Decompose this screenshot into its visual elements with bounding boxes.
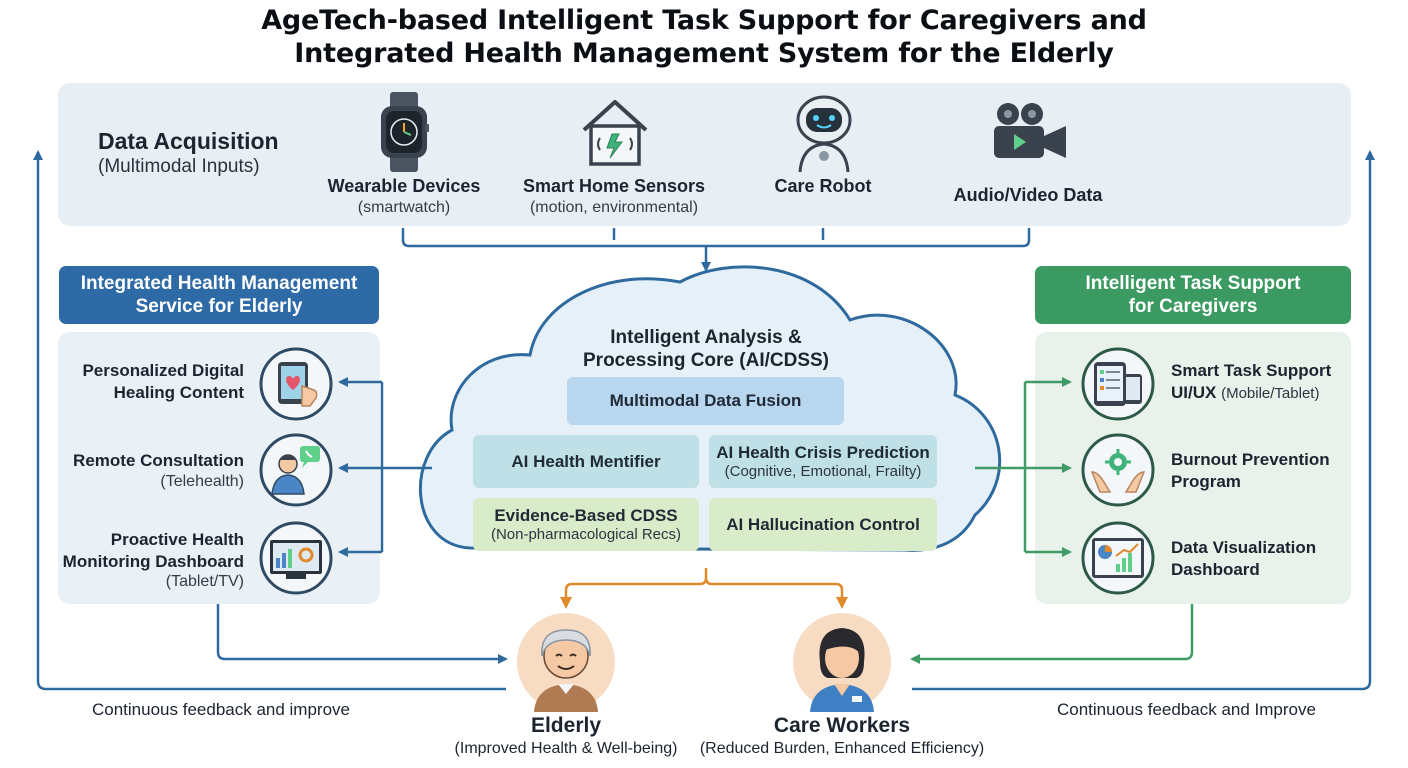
right-branch-lines bbox=[975, 377, 1072, 557]
left-service-to-elderly bbox=[216, 604, 508, 664]
elderly-service-header-line-1: Integrated Health Management bbox=[80, 273, 358, 294]
left-item-digital-healing: Personalized Digital Healing Content bbox=[82, 361, 244, 402]
tablet-heart-icon bbox=[259, 347, 333, 421]
left-branch-lines bbox=[338, 377, 432, 557]
hands-gear-icon bbox=[1081, 433, 1155, 507]
care-robot-icon bbox=[796, 95, 852, 173]
right-service-to-workers bbox=[910, 604, 1194, 664]
left-feedback-loop bbox=[33, 150, 506, 691]
cdss-box: Evidence-Based CDSS (Non-pharmacological… bbox=[473, 498, 699, 551]
fusion-box: Multimodal Data Fusion bbox=[567, 377, 844, 425]
caregiver-service-header-line-2: for Caregivers bbox=[1128, 296, 1258, 317]
input-label-wearable: Wearable Devices bbox=[327, 176, 481, 196]
outcome-elderly-label: Elderly bbox=[530, 714, 602, 737]
hallucination-control-box: AI Hallucination Control bbox=[709, 498, 937, 551]
smart-home-icon bbox=[582, 100, 648, 166]
elderly-avatar-icon bbox=[517, 613, 615, 712]
right-feedback-loop bbox=[912, 150, 1375, 691]
crisis-prediction-box: AI Health Crisis Prediction (Cognitive, … bbox=[709, 435, 937, 488]
outcome-elderly-sub: (Improved Health & Well-being) bbox=[454, 740, 678, 757]
monitor-dashboard-icon bbox=[259, 521, 333, 595]
core-title: Intelligent Analysis & Processing Core (… bbox=[583, 327, 829, 371]
doctor-chat-icon bbox=[259, 433, 333, 507]
left-item-monitoring-dashboard-sub: (Tablet/TV) bbox=[165, 573, 244, 590]
mobile-tablet-icon bbox=[1081, 347, 1155, 421]
caregiver-service-header-line-1: Intelligent Task Support bbox=[1085, 273, 1301, 294]
elderly-service-header-line-2: Service for Elderly bbox=[135, 296, 303, 317]
input-sub-smart-home: (motion, environmental) bbox=[529, 199, 699, 216]
left-item-remote-consultation-sub: (Telehealth) bbox=[160, 473, 244, 490]
caregiver-service-header: Intelligent Task Support for Caregivers bbox=[1035, 266, 1351, 324]
right-item-smart-task: Smart Task Support UI/UX (Mobile/Tablet) bbox=[1171, 361, 1332, 402]
right-item-burnout: Burnout Prevention Program bbox=[1171, 450, 1330, 491]
input-label-audio-video: Audio/Video Data bbox=[953, 185, 1103, 205]
mentifier-box: AI Health Mentifier bbox=[473, 435, 699, 488]
title-line-1: AgeTech-based Intelligent Task Support f… bbox=[261, 5, 1147, 36]
title-line-2: Integrated Health Management System for … bbox=[294, 38, 1114, 69]
acquisition-subheading: (Multimodal Inputs) bbox=[98, 156, 260, 177]
feedback-left-label: Continuous feedback and improve bbox=[92, 700, 350, 719]
outcome-workers-label: Care Workers bbox=[773, 714, 911, 737]
output-arrows bbox=[560, 568, 848, 609]
smartwatch-icon bbox=[381, 92, 429, 172]
left-item-monitoring-dashboard: Proactive Health Monitoring Dashboard bbox=[62, 530, 244, 571]
acquisition-heading: Data Acquisition bbox=[98, 128, 279, 154]
right-item-data-visualization: Data Visualization Dashboard bbox=[1171, 538, 1317, 579]
input-label-smart-home: Smart Home Sensors bbox=[522, 176, 706, 196]
diagram-title: AgeTech-based Intelligent Task Support f… bbox=[0, 4, 1408, 70]
chart-dashboard-icon bbox=[1081, 521, 1155, 595]
feedback-right-label: Continuous feedback and Improve bbox=[1057, 700, 1316, 719]
left-item-remote-consultation: Remote Consultation bbox=[73, 451, 244, 470]
video-camera-icon bbox=[994, 103, 1066, 158]
outcome-workers-sub: (Reduced Burden, Enhanced Efficiency) bbox=[699, 740, 985, 757]
data-acquisition-panel bbox=[58, 83, 1351, 226]
elderly-service-header: Integrated Health Management Service for… bbox=[59, 266, 379, 324]
input-label-care-robot: Care Robot bbox=[774, 176, 872, 196]
input-sub-wearable: (smartwatch) bbox=[357, 199, 451, 216]
acquisition-collector-lines bbox=[401, 228, 1031, 272]
care-worker-avatar-icon bbox=[793, 613, 891, 712]
